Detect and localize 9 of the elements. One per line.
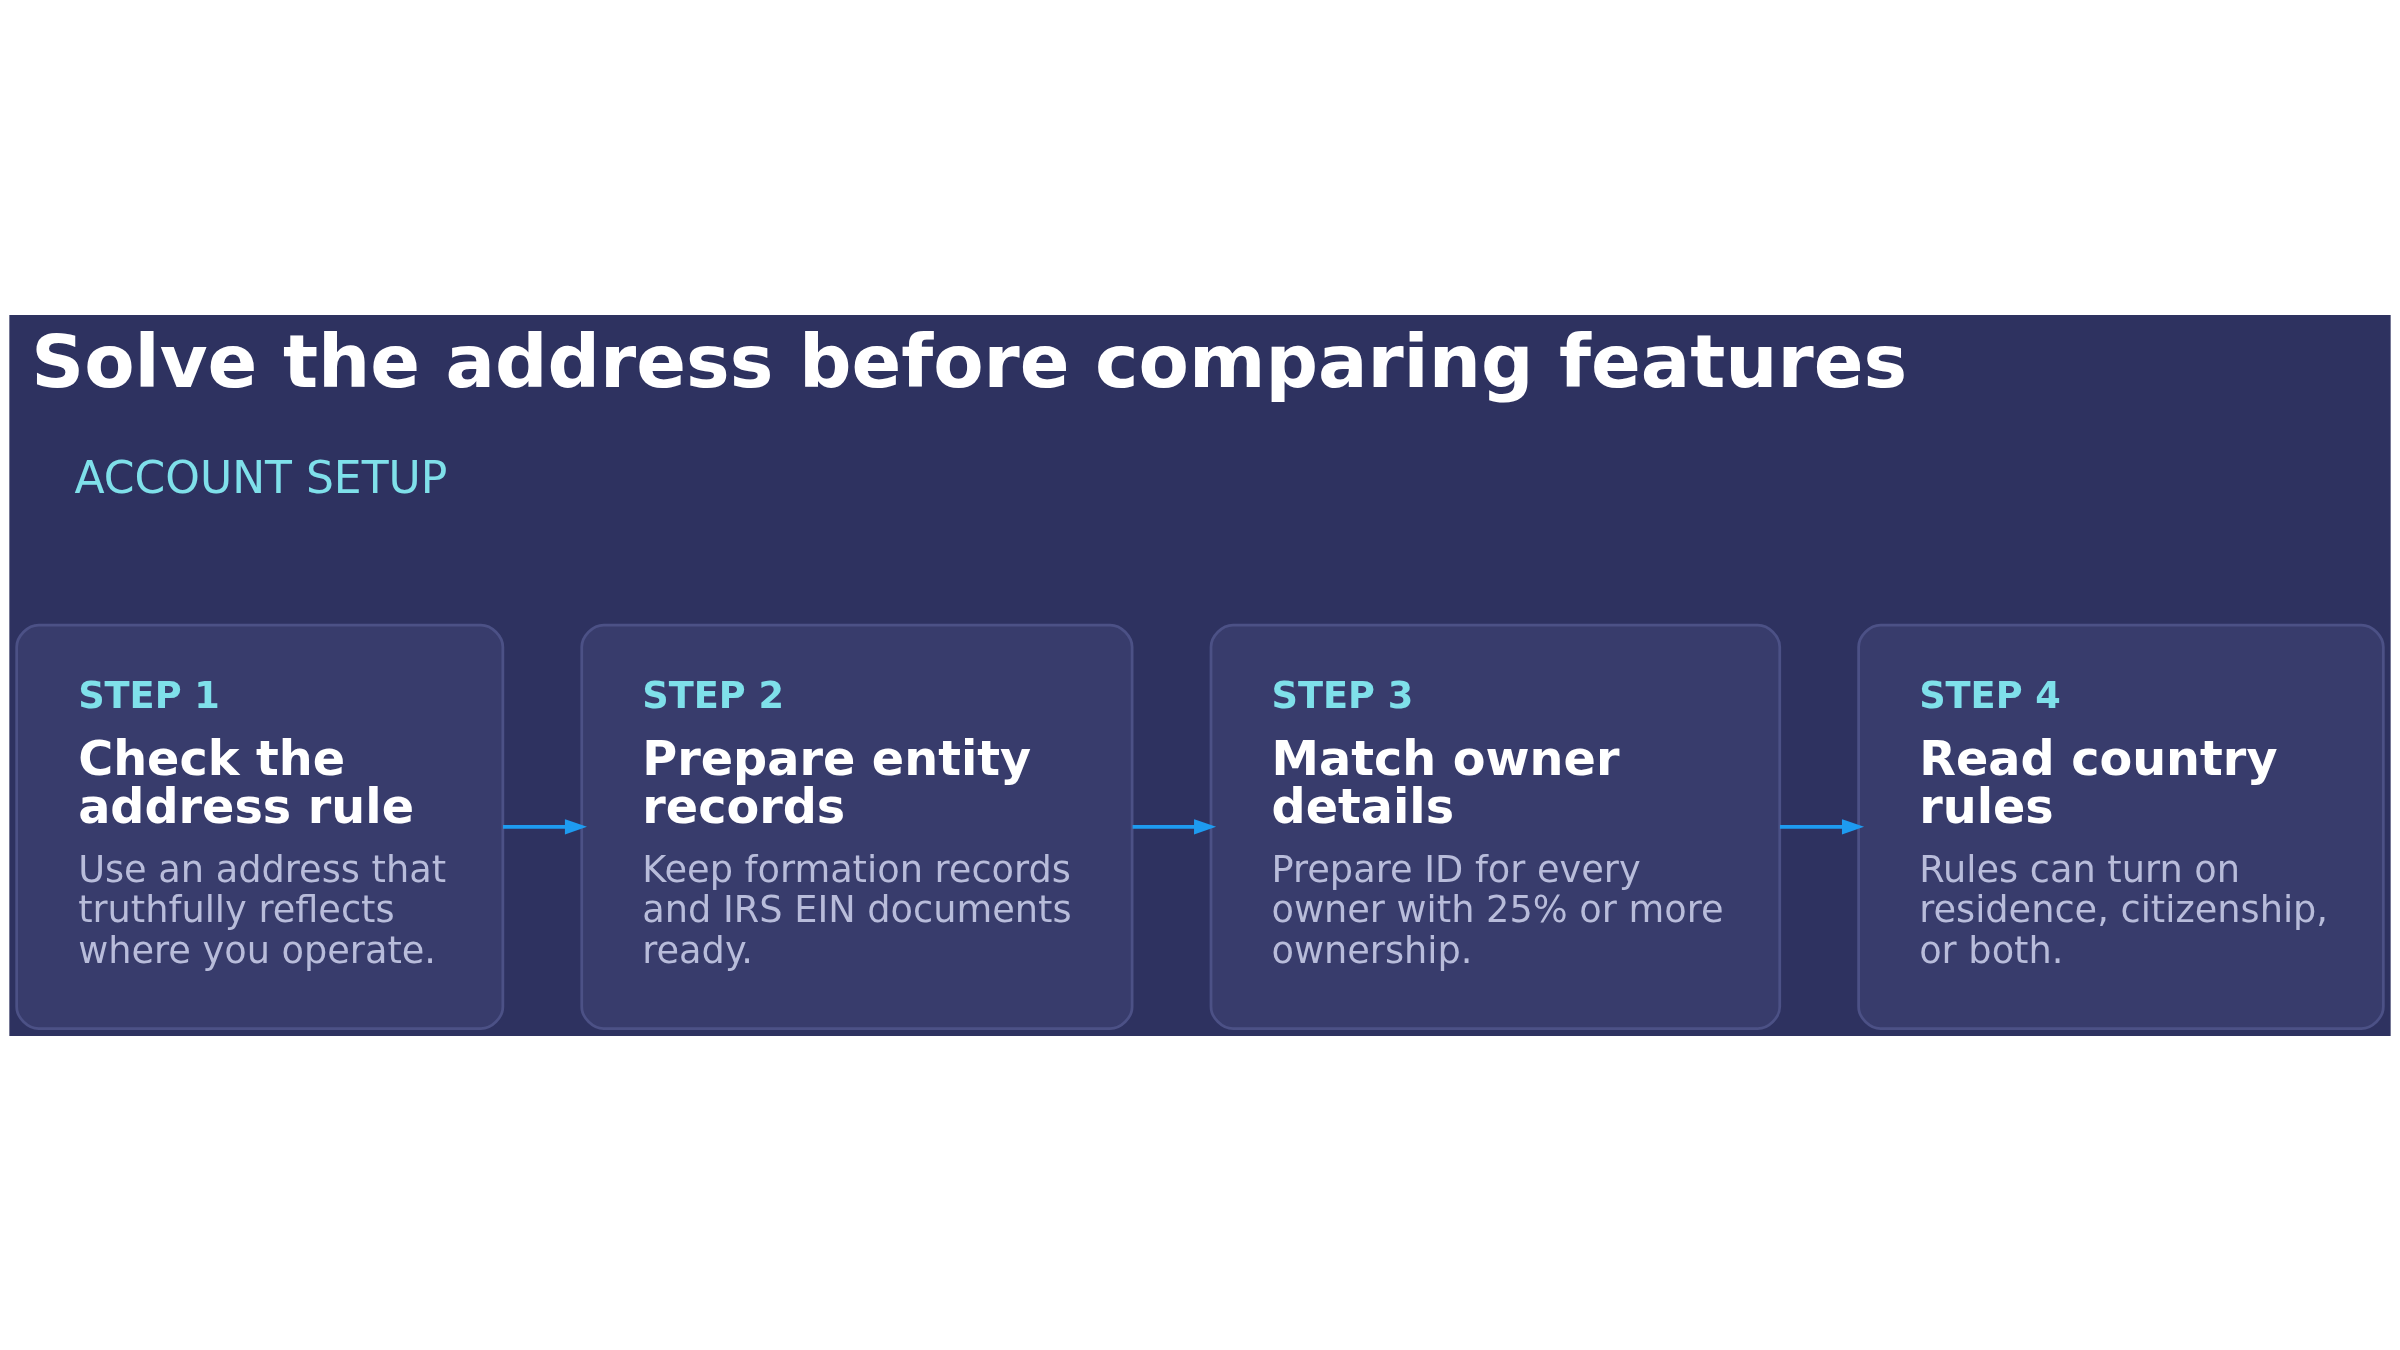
diagram-title: Solve the address before comparing features <box>31 318 1908 404</box>
node-box: STEP 4 Read country rules Rules can turn on residence, citizenship, or both. <box>1857 623 2385 1030</box>
node-box: STEP 3 Match owner details Prepare ID for every owner with 25% or more ownership. <box>1209 623 1782 1030</box>
node-box: STEP 1 Check the address rule Use an address that truthfully reflects where you operate. <box>15 623 505 1030</box>
arrow <box>1132 818 1217 835</box>
arrow <box>503 818 587 835</box>
label: ACCOUNT SETUP <box>74 451 448 503</box>
arrow <box>1779 818 1865 835</box>
node-box: STEP 2 Prepare entity records Keep formation records and IRS EIN documents ready. <box>580 623 1134 1030</box>
